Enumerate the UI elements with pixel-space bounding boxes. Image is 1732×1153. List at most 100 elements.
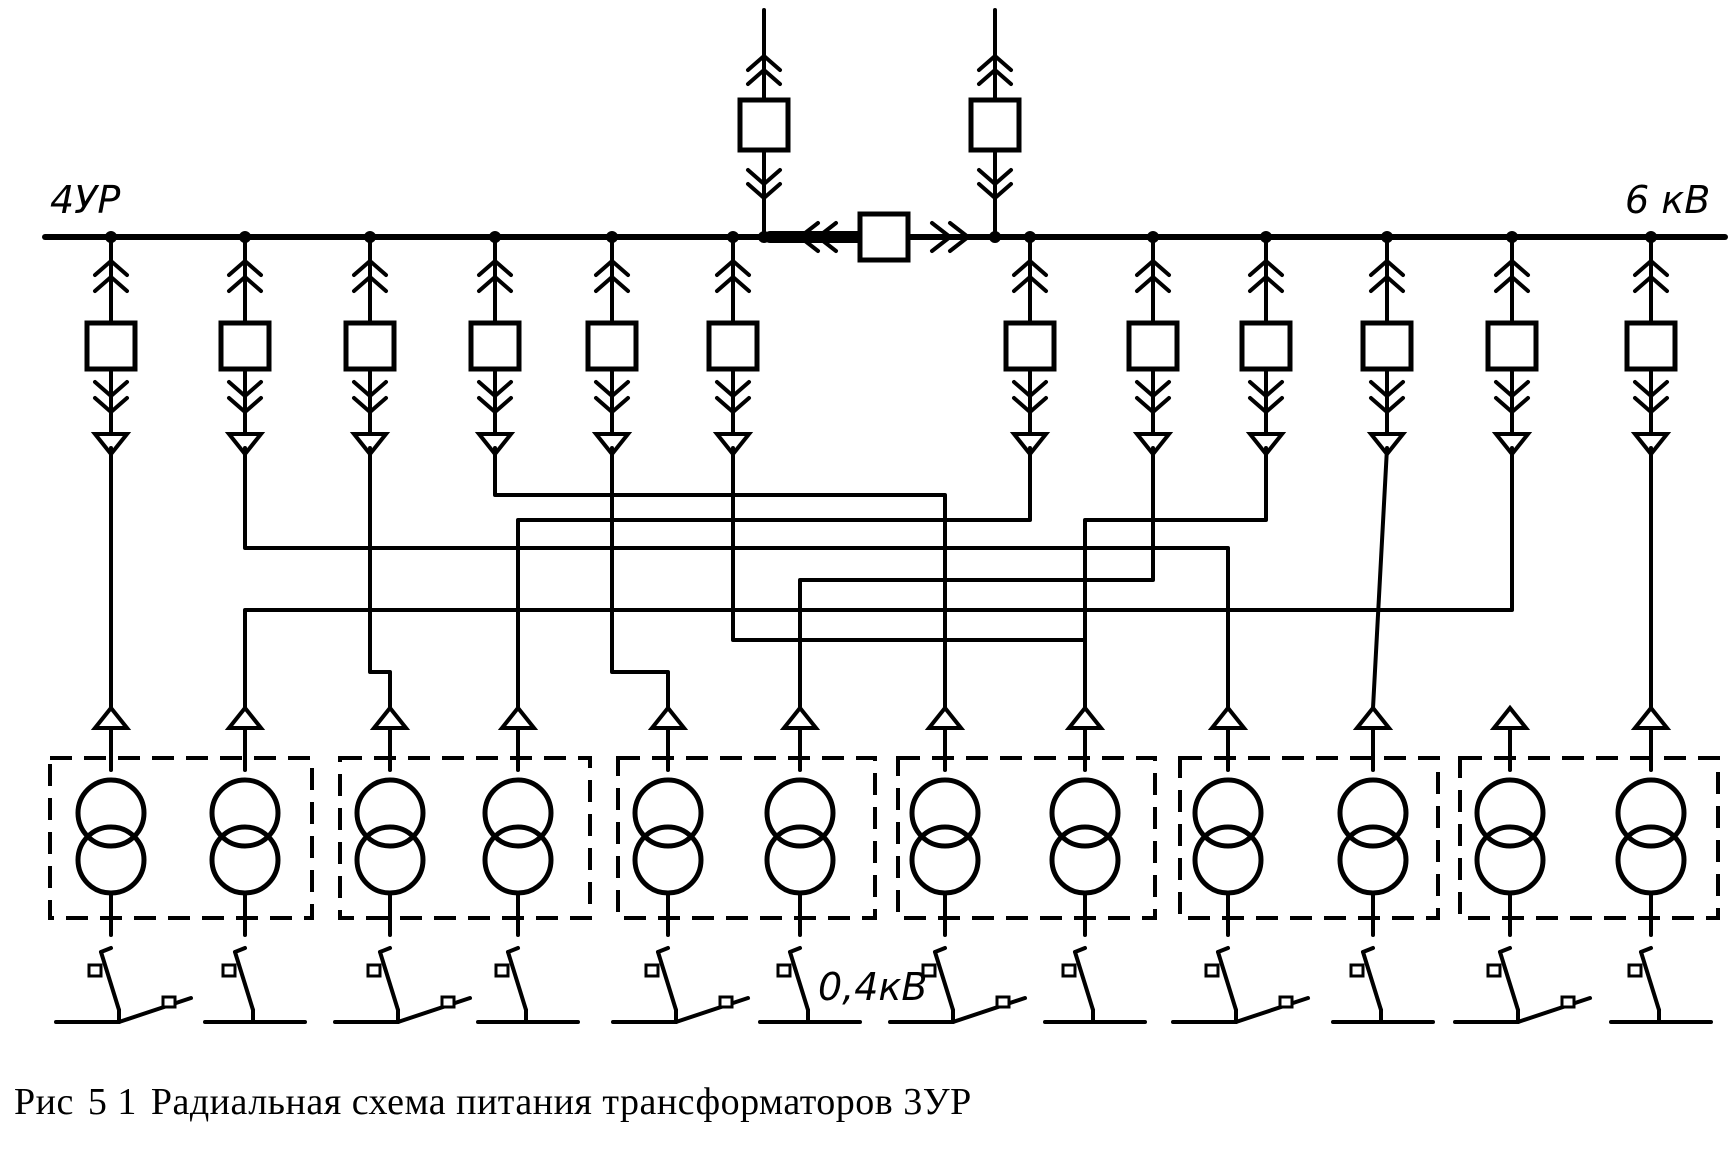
cable-termination-bottom	[1489, 704, 1531, 730]
caption-number: 5 1	[87, 1081, 137, 1123]
feeder-upper-disconnect-a	[715, 259, 751, 277]
incoming-lower-disconnect-a	[746, 168, 782, 186]
feeder-lower-disconnect-b	[1494, 396, 1530, 414]
incoming-feeders	[737, 8, 1022, 243]
cable-termination-bottom	[497, 704, 539, 730]
feeder-upper-disconnect-a	[227, 259, 263, 277]
incoming-lower-disconnect-b	[746, 182, 782, 200]
cable-termination-bottom	[1207, 704, 1249, 730]
outgoing-feeder-6	[706, 231, 760, 458]
low-voltage-label: 0,4кВ	[818, 965, 927, 1009]
feeder-breaker	[1239, 320, 1293, 372]
feeder-upper-disconnect-b	[1633, 275, 1669, 293]
feeder-upper-disconnect-b	[1369, 275, 1405, 293]
outgoing-feeder-9	[1239, 231, 1293, 458]
outgoing-feeder-12	[1624, 231, 1678, 458]
cable-termination-top	[1132, 432, 1174, 458]
cable-termination-top	[474, 432, 516, 458]
feeder-breaker	[1360, 320, 1414, 372]
lv-breaker-6	[758, 946, 862, 1024]
feeder-upper-disconnect-b	[715, 275, 751, 293]
feeder-breaker	[1003, 320, 1057, 372]
transformer-7	[909, 704, 981, 937]
lv-breaker-3	[333, 946, 472, 1024]
transformer-secondary-winding	[1192, 824, 1264, 896]
lv-sectional-blade	[951, 996, 1027, 1024]
feeder-lower-disconnect-a	[1494, 380, 1530, 398]
incoming-lower-disconnect-b	[977, 182, 1013, 200]
substation-3-boundary	[616, 756, 877, 920]
lv-breaker-5	[611, 946, 750, 1024]
cable-termination-top	[90, 432, 132, 458]
lv-breaker-9	[1171, 946, 1310, 1024]
feeder-breaker	[343, 320, 397, 372]
lv-contact-latch	[921, 963, 937, 978]
feeder-lower-disconnect-b	[227, 396, 263, 414]
lv-sectional-latch	[161, 995, 177, 1009]
bus-label-right: 6 кВ	[1625, 178, 1710, 222]
lv-sectional-latch	[995, 995, 1011, 1009]
feeder-lower-disconnect-b	[594, 396, 630, 414]
lv-contact-blade	[99, 950, 121, 1012]
bus-junction-dot	[989, 231, 1001, 243]
lv-contact-latch	[1061, 963, 1077, 978]
lv-contact-latch	[366, 963, 382, 978]
substation-1-boundary	[48, 756, 314, 920]
outgoing-feeder-8	[1126, 231, 1180, 458]
outgoing-feeder-1	[84, 231, 138, 458]
cable-route-9	[1083, 446, 1268, 710]
transformer-primary-winding	[209, 777, 281, 849]
lv-contact-blade	[1073, 950, 1095, 1012]
lv-contact-latch	[87, 963, 103, 978]
feeder-upper-disconnect-b	[1135, 275, 1171, 293]
cable-termination-bottom	[1064, 704, 1106, 730]
feeder-breaker	[1485, 320, 1539, 372]
transformer-primary-winding	[764, 777, 836, 849]
feeder-lower-disconnect-a	[1369, 380, 1405, 398]
cable-route-7	[516, 446, 1032, 710]
lv-breaker-7	[888, 946, 1027, 1024]
cable-termination-bottom	[924, 704, 966, 730]
feeder-upper-disconnect-a	[1494, 259, 1530, 277]
feeder-lower-disconnect-b	[1633, 396, 1669, 414]
lv-contact-blade	[933, 950, 955, 1012]
incoming-feeder-1	[737, 8, 791, 243]
transformer-primary-winding	[1615, 777, 1687, 849]
cable-route-2	[243, 446, 1230, 710]
feeder-upper-disconnect-a	[594, 259, 630, 277]
feeder-lower-disconnect-a	[1135, 380, 1171, 398]
transformer-1	[75, 704, 147, 937]
sectional-disconnect-right-0	[930, 221, 952, 253]
feeder-lower-disconnect-a	[594, 380, 630, 398]
lv-breaker-10	[1331, 946, 1435, 1024]
incoming-feeder-2	[968, 8, 1022, 243]
feeder-upper-disconnect-a	[1633, 259, 1669, 277]
cable-termination-bottom	[1352, 704, 1394, 730]
cable-termination-bottom	[90, 704, 132, 730]
transformer-primary-winding	[354, 777, 426, 849]
transformer-secondary-winding	[909, 824, 981, 896]
lv-sectional-blade	[117, 996, 193, 1024]
feeder-breaker	[84, 320, 138, 372]
feeder-lower-disconnect-a	[1012, 380, 1048, 398]
cable-termination-top	[712, 432, 754, 458]
transformer-8	[1049, 704, 1121, 937]
substation-4-boundary	[896, 756, 1157, 920]
lv-contact-blade	[656, 950, 678, 1012]
cable-termination-top	[1245, 432, 1287, 458]
feeder-upper-disconnect-b	[1494, 275, 1530, 293]
feeder-lower-disconnect-b	[93, 396, 129, 414]
bus-label-left: 4УР	[50, 178, 120, 222]
substation-6-boundary	[1458, 756, 1720, 920]
lv-contact-latch	[1349, 963, 1365, 978]
feeder-upper-disconnect-b	[93, 275, 129, 293]
feeder-upper-disconnect-a	[1012, 259, 1048, 277]
feeder-lower-disconnect-b	[1012, 396, 1048, 414]
cable-termination-top	[349, 432, 391, 458]
transformer-secondary-winding	[764, 824, 836, 896]
lv-contact-blade	[506, 950, 528, 1012]
feeder-breaker	[1126, 320, 1180, 372]
sectional-disconnect-right-1	[948, 221, 970, 253]
substation-5-boundary	[1178, 756, 1440, 920]
lv-sectional-latch	[1278, 995, 1294, 1009]
